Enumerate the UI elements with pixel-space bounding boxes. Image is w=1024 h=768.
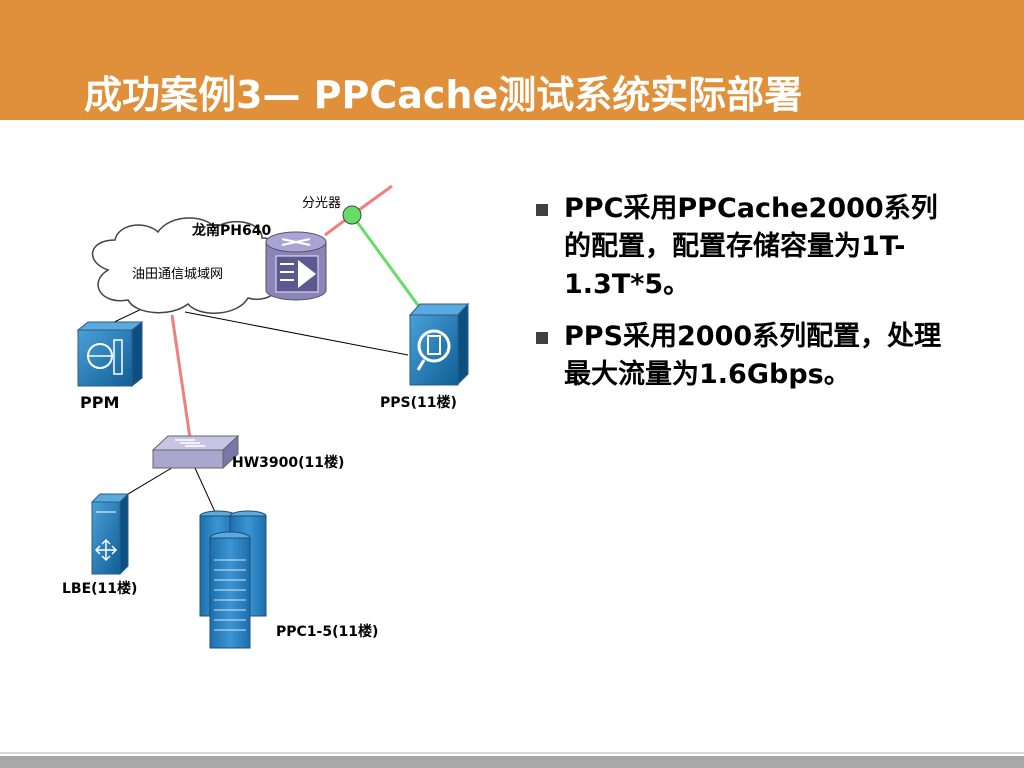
footer-divider xyxy=(0,752,1024,754)
link-cloud-pps xyxy=(184,311,409,356)
bullet-list: PPC采用PPCache2000系列的配置，配置存储容量为1T-1.3T*5。 … xyxy=(536,190,956,408)
lbe-label: LBE(11楼) xyxy=(62,581,138,597)
bullet-text: PPS采用2000系列配置，处理最大流量为1.6Gbps。 xyxy=(564,321,942,390)
switch-label: HW3900(11楼) xyxy=(232,455,345,471)
switch-icon xyxy=(151,434,240,470)
cloud-label: 油田通信城域网 xyxy=(132,267,224,282)
ppc-server-stack-icon xyxy=(199,510,267,649)
bullet-text: PPC采用PPCache2000系列的配置，配置存储容量为1T-1.3T*5。 xyxy=(564,193,938,300)
pps-server-icon xyxy=(408,302,470,386)
router-icon xyxy=(265,231,327,301)
bullet-item-pps: PPS采用2000系列配置，处理最大流量为1.6Gbps。 xyxy=(536,318,956,394)
ppm-server-icon xyxy=(76,320,144,388)
slide-title: 成功案例3— PPCache测试系统实际部署 xyxy=(84,73,803,117)
router-label: 龙南PH640 xyxy=(192,223,272,239)
bullet-item-ppc: PPC采用PPCache2000系列的配置，配置存储容量为1T-1.3T*5。 xyxy=(536,190,956,304)
ppm-label: PPM xyxy=(80,393,120,412)
bullet-square-icon xyxy=(536,332,548,344)
header-bar xyxy=(0,0,1024,120)
bullet-square-icon xyxy=(536,204,548,216)
link-splitter-pps xyxy=(350,214,422,309)
lbe-server-icon xyxy=(90,492,130,576)
pps-label: PPS(11楼) xyxy=(380,395,457,411)
link-switch-ppc xyxy=(194,467,216,513)
ppc-label: PPC1-5(11楼) xyxy=(276,624,379,640)
splitter-label: 分光器 xyxy=(302,196,342,211)
footer-bar xyxy=(0,756,1024,768)
link-cloud-switch xyxy=(170,314,192,439)
splitter-icon xyxy=(342,205,362,225)
